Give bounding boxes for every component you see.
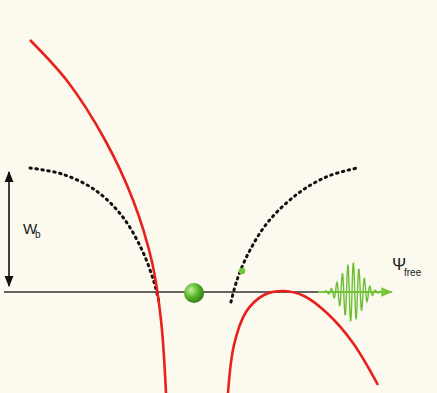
symbol-subscript: free — [404, 268, 421, 278]
coulomb-potential — [30, 168, 159, 302]
coulomb-potential — [231, 168, 357, 302]
electron-marker — [239, 268, 245, 274]
free-wave-packet — [325, 263, 382, 322]
bound-electron — [184, 283, 204, 303]
symbol-subscript: b — [35, 230, 41, 240]
distorted-potential — [30, 40, 166, 393]
binding-energy-arrow — [8, 172, 10, 286]
